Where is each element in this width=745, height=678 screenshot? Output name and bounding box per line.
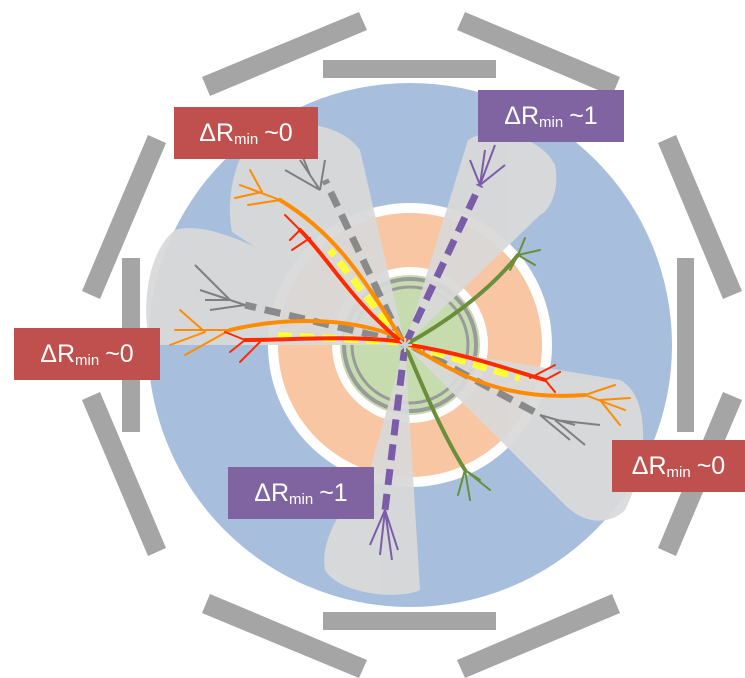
calorimeter-block-bottom-left — [202, 594, 367, 678]
track-green-lower — [403, 343, 467, 472]
calorimeter-block-bottom-right — [457, 594, 620, 678]
track-orange-left — [228, 319, 407, 342]
jet-cone-top-right — [405, 133, 557, 345]
spray-orange-left — [169, 309, 231, 356]
dashed-line-purple-bottom — [381, 344, 409, 511]
dashed-line-yellow-right — [408, 341, 522, 382]
track-orange-right — [408, 343, 587, 398]
calorimeter-block-top-right — [457, 12, 620, 96]
calorimeter-block-right — [677, 258, 694, 432]
label-subscript: min — [234, 131, 259, 148]
tracks-red — [224, 214, 561, 393]
dashed-line-gray-top-left — [321, 178, 406, 344]
spray-gray-left — [194, 264, 246, 311]
label-relation: ~0 — [696, 452, 726, 480]
dashed-line-gray-left — [244, 301, 403, 346]
spray-purple-bottom — [369, 509, 399, 561]
label-relation: ~0 — [105, 340, 134, 368]
spray-green-upper — [509, 237, 541, 271]
spray-purple-top — [469, 144, 506, 186]
tracks-orange — [169, 169, 631, 426]
sprays-purple — [369, 144, 506, 561]
calorimeter-block-right-upper — [658, 135, 742, 299]
delta-r-label-bottom-center: ΔRmin ~1 — [228, 467, 374, 519]
spray-red-top-left — [284, 214, 311, 251]
dashed-lines-purple — [381, 183, 484, 511]
spray-gray-top-left — [284, 149, 326, 191]
label-symbol: ΔR — [504, 102, 540, 130]
spray-orange-right — [584, 384, 631, 426]
calorimeter-block-top-left — [202, 12, 367, 96]
calorimeter-block-left-lower — [82, 392, 166, 556]
tracks-green — [403, 237, 541, 501]
dashed-line-purple-top — [401, 183, 484, 347]
calorimeter-block-top — [323, 60, 496, 78]
dashed-lines-gray — [244, 178, 542, 419]
sprays-gray — [194, 149, 601, 446]
delta-r-label-top-left: ΔRmin ~0 — [174, 107, 318, 159]
jet-cone-left — [146, 228, 405, 345]
label-subscript: min — [666, 464, 691, 481]
label-symbol: ΔR — [199, 119, 235, 147]
label-relation: ~1 — [319, 479, 348, 507]
track-red-top-left — [298, 228, 407, 347]
label-subscript: min — [75, 352, 100, 369]
spray-green-lower — [457, 469, 491, 501]
track-red-left — [243, 336, 407, 344]
spray-orange-top-left — [234, 169, 281, 206]
label-relation: ~0 — [264, 119, 293, 147]
label-relation: ~1 — [569, 102, 598, 130]
label-symbol: ΔR — [254, 479, 290, 507]
track-green-upper — [403, 253, 520, 347]
track-orange-top-left — [278, 198, 407, 347]
label-symbol: ΔR — [40, 340, 76, 368]
calorimeter-block-left-upper — [82, 135, 166, 299]
label-subscript: min — [539, 114, 564, 131]
delta-r-label-right: ΔRmin ~0 — [612, 440, 745, 492]
delta-r-label-top-right: ΔRmin ~1 — [478, 90, 624, 142]
delta-r-label-left: ΔRmin ~0 — [14, 328, 160, 380]
spray-red-left — [224, 331, 261, 363]
spray-red-right — [529, 364, 561, 393]
calorimeter-block-bottom — [323, 612, 496, 630]
dashed-line-yellow-top-left — [327, 247, 405, 345]
spray-gray-right — [539, 414, 601, 446]
interaction-vertex — [398, 338, 412, 352]
label-subscript: min — [289, 491, 314, 508]
label-symbol: ΔR — [631, 452, 667, 480]
jet-cone-right — [405, 345, 644, 521]
